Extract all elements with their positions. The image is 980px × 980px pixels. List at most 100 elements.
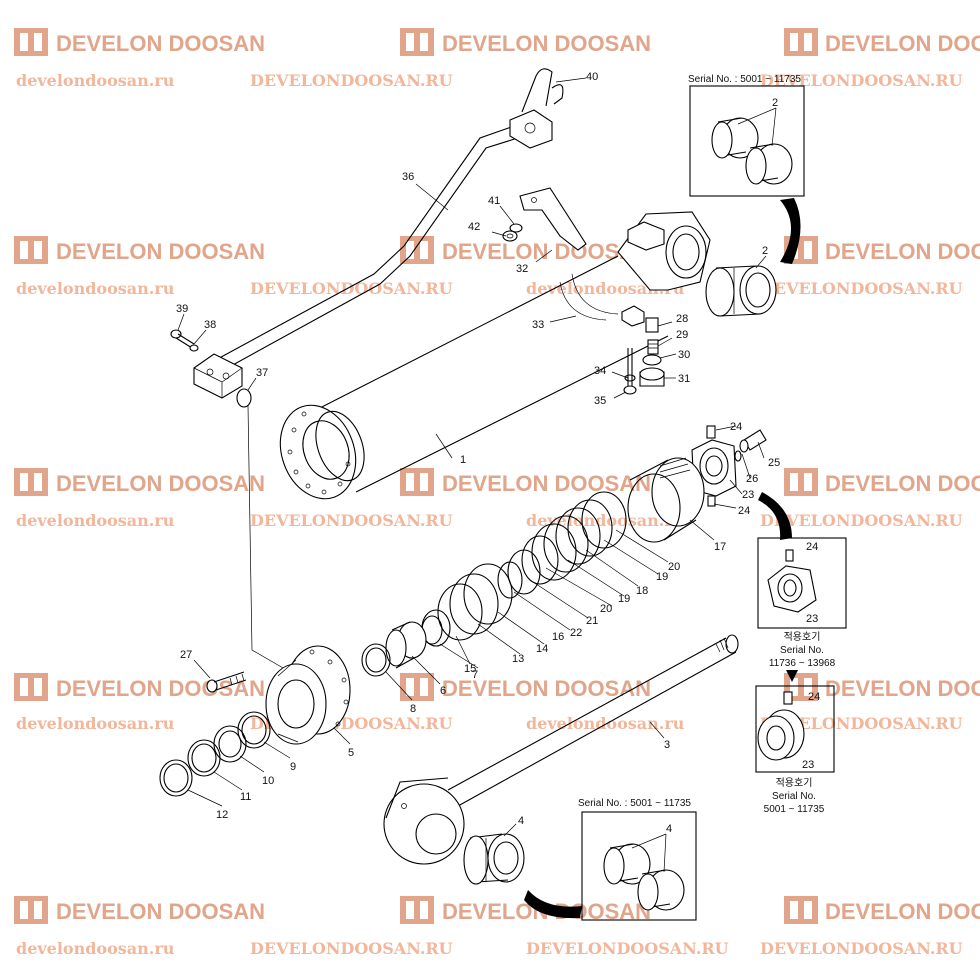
watermark-brand: DEVELON DOOSAN <box>442 31 651 56</box>
callout-23: 23 <box>742 489 754 501</box>
inset-new-part-a: 24 <box>806 541 818 553</box>
watermark-brand: DEVELON DOOSAN <box>56 31 265 56</box>
callout-6: 6 <box>440 685 446 697</box>
watermark-logo <box>784 28 818 56</box>
callout-26: 26 <box>746 473 758 485</box>
inset-new-applicable: 적용호기 <box>784 631 821 643</box>
part-36-pipe <box>211 123 525 373</box>
part-25-pin <box>739 429 767 453</box>
callout-29: 29 <box>676 329 688 341</box>
callout-33: 33 <box>532 319 544 331</box>
callout-37: 37 <box>256 367 268 379</box>
inset-labels: Serial No. : 5001 ~ 11735 2 Serial No. :… <box>578 74 836 835</box>
watermark-logo <box>784 896 818 924</box>
watermark-logo <box>14 673 48 701</box>
watermark-url: DEVELONDOOSAN.RU <box>760 714 963 733</box>
watermark-logo <box>784 468 818 496</box>
watermark-brand: DEVELON DOOSAN <box>56 239 265 264</box>
inset-top-part: 2 <box>772 97 778 109</box>
part-2-bushing <box>705 265 777 317</box>
callout-5: 5 <box>348 747 354 759</box>
part-6-bushing <box>385 621 427 669</box>
watermark-brand: DEVELON DOOSAN <box>56 676 265 701</box>
callout-24b: 24 <box>738 505 750 517</box>
watermark-url: develondoosan.ru <box>16 714 175 733</box>
callout-14: 14 <box>536 643 548 655</box>
callout-39: 39 <box>176 303 188 315</box>
watermark-brand: DEVELON DOOSAN <box>825 899 980 924</box>
watermark-url: DEVELONDOOSAN.RU <box>526 939 729 958</box>
callout-1: 1 <box>460 454 466 466</box>
part-seals-18-22 <box>497 491 627 599</box>
part-37-o-ring <box>236 388 252 408</box>
watermark-url: develondoosan.ru <box>16 511 175 530</box>
watermark-logo <box>14 28 48 56</box>
arrow-icon <box>524 890 582 919</box>
inset-bottom-serial: Serial No. : 5001 ~ 11735 <box>578 798 691 809</box>
part-40-u-bolt <box>509 68 564 149</box>
callout-34: 34 <box>594 365 606 377</box>
inset-old-part-a: 24 <box>808 691 820 703</box>
callout-31: 31 <box>678 373 690 385</box>
callout-22: 22 <box>570 627 582 639</box>
watermark-brand: DEVELON DOOSAN <box>825 471 980 496</box>
watermark-url: develondoosan.ru <box>526 714 685 733</box>
watermark-url: DEVELONDOOSAN.RU <box>250 511 453 530</box>
leader-lines <box>177 77 767 837</box>
watermark-url: DEVELONDOOSAN.RU <box>250 279 453 298</box>
watermark-logo <box>14 468 48 496</box>
part-flange-block <box>193 353 243 399</box>
watermark-url: develondoosan.ru <box>16 939 175 958</box>
callout-36: 36 <box>402 171 414 183</box>
part-38-39-bolt <box>170 329 199 352</box>
watermark-brand: DEVELON DOOSAN <box>442 239 651 264</box>
watermark-logo <box>400 468 434 496</box>
part-32-bracket <box>519 187 587 251</box>
callout-11: 11 <box>240 791 251 803</box>
watermark-url: DEVELONDOOSAN.RU <box>760 71 963 90</box>
watermark-logo <box>400 673 434 701</box>
watermark-logo <box>400 896 434 924</box>
inset-top-serial: Serial No. : 5001 ~ 11735 <box>688 74 801 85</box>
arrow-icon <box>780 198 801 264</box>
watermark-url: DEVELONDOOSAN.RU <box>250 939 453 958</box>
callout-35: 35 <box>594 395 606 407</box>
callout-21: 21 <box>586 615 598 627</box>
part-34-35-bolt <box>623 348 637 395</box>
part-seals-13-16 <box>437 563 513 641</box>
inset-old-applicable: 적용호기 <box>776 777 813 789</box>
callout-2: 2 <box>762 245 768 257</box>
watermark-url: DEVELONDOOSAN.RU <box>760 939 963 958</box>
part-8-ring <box>361 643 391 677</box>
callout-32: 32 <box>516 263 528 275</box>
callout-12: 12 <box>216 809 228 821</box>
watermark-url: DEVELONDOOSAN.RU <box>760 279 963 298</box>
callout-30: 30 <box>678 349 690 361</box>
part-26-ring <box>734 450 742 462</box>
watermark-logo <box>400 28 434 56</box>
watermark-url: develondoosan.ru <box>16 279 175 298</box>
part-17-piston <box>627 457 705 543</box>
watermark-brand: DEVELON DOOSAN <box>825 31 980 56</box>
watermark-brand: DEVELON DOOSAN <box>825 676 980 701</box>
callout-27: 27 <box>180 649 192 661</box>
callout-19b: 19 <box>618 593 630 605</box>
callout-13: 13 <box>512 653 524 665</box>
inset-old-part-b: 23 <box>802 759 814 771</box>
inset-bottom-part: 4 <box>666 823 672 835</box>
part-1-cylinder-tube <box>279 211 711 500</box>
inset-nut-old <box>755 670 835 773</box>
callout-24a: 24 <box>730 421 742 433</box>
watermark-logo <box>14 896 48 924</box>
watermark-brand: DEVELON DOOSAN <box>56 899 265 924</box>
callout-38: 38 <box>204 319 216 331</box>
part-3-piston-rod <box>383 634 739 865</box>
watermark-brand: DEVELON DOOSAN <box>442 471 651 496</box>
callout-20a: 20 <box>668 561 680 573</box>
inset-bushing-bottom <box>581 811 697 921</box>
assembly-line <box>247 405 291 673</box>
inset-old-serial-range: 5001 ~ 11735 <box>764 804 825 815</box>
watermark-brand: DEVELON DOOSAN <box>442 676 651 701</box>
inset-old-serial-label: Serial No. <box>772 791 816 802</box>
arrow-icon <box>758 492 792 540</box>
